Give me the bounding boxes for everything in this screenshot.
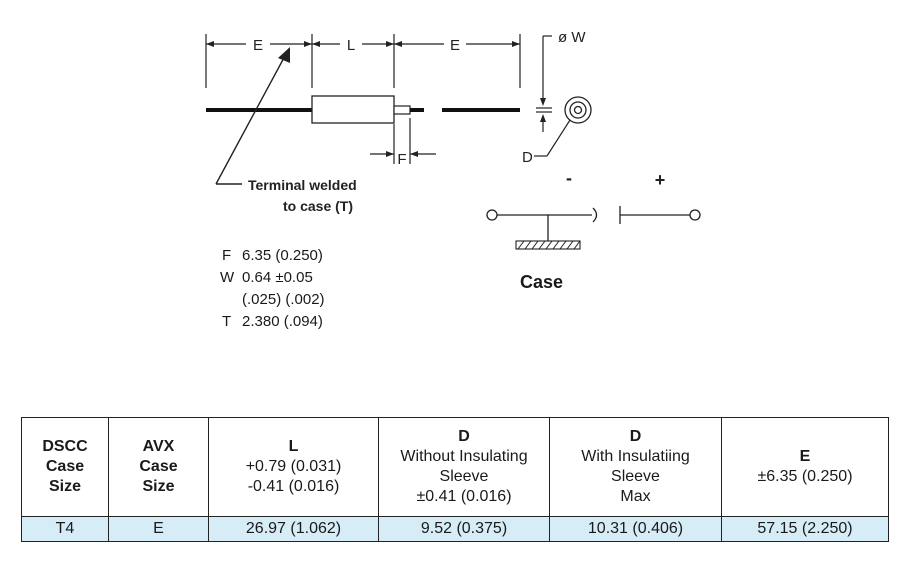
spec-key: W <box>220 269 235 286</box>
header-normal-text: Max <box>620 488 651 505</box>
dim-label-l: L <box>347 37 355 54</box>
header-normal-text: +0.79 (0.031) <box>245 458 342 475</box>
dim-label-e-left: E <box>253 37 263 54</box>
table-cell: E <box>108 516 209 542</box>
header-bold-text: Case <box>45 458 85 475</box>
header-bold-text: Size <box>48 478 81 495</box>
header-bold-text: D <box>629 428 642 445</box>
spec-row-w: W 0.64 ±0.05 <box>220 267 313 289</box>
plus-sign: + <box>655 170 666 190</box>
header-bold-text: Case <box>139 458 178 475</box>
d-leader <box>546 119 571 157</box>
header-normal-text: Without Insulating <box>400 448 528 465</box>
terminal-stub <box>393 105 411 115</box>
spec-value: 0.64 ±0.05 <box>242 269 313 286</box>
header-normal-text: ±0.41 (0.016) <box>416 488 512 505</box>
spec-row-t: T 2.380 (.094) <box>222 311 323 333</box>
spec-key: T <box>222 313 232 330</box>
minus-sign: - <box>566 168 572 188</box>
header-normal-text: ±6.35 (0.250) <box>757 468 853 485</box>
w-dimension-arrows <box>540 98 546 122</box>
f-dimension-arrows <box>386 151 418 157</box>
capacitor-dimension-diagram: E L E ø W D F Terminal welde <box>205 29 701 250</box>
header-normal-text: Sleeve <box>611 468 660 485</box>
table-cell: 57.15 (2.250) <box>721 516 889 542</box>
terminal-note-line1: Terminal welded <box>248 177 357 193</box>
spec-value: (.025) (.002) <box>242 291 325 308</box>
table-cell: T4 <box>21 516 109 542</box>
spec-value: 6.35 (0.250) <box>242 247 323 264</box>
header-bold-text: E <box>799 448 811 465</box>
case-label: Case <box>520 272 564 292</box>
dim-label-e-right: E <box>450 37 460 54</box>
end-view <box>564 96 592 124</box>
table-cell: 10.31 (0.406) <box>549 516 722 542</box>
terminal-note-line2: to case (T) <box>283 198 353 214</box>
capacitor-body <box>311 95 395 124</box>
ground-hatch <box>515 240 581 250</box>
spec-row-f: F 6.35 (0.250) <box>222 245 323 267</box>
header-bold-text: Size <box>142 478 175 495</box>
table-cell: 9.52 (0.375) <box>378 516 550 542</box>
header-bold-text: DSCC <box>42 438 88 455</box>
terminal-note-arrowhead <box>278 47 290 63</box>
top-dimension-arrows <box>206 41 520 47</box>
extension-lines <box>205 34 521 88</box>
header-normal-text: With Insulatiing <box>581 448 690 465</box>
header-bold-text: L <box>288 438 299 455</box>
table-header-cell: E ±6.35 (0.250) <box>721 417 889 517</box>
header-normal-text: -0.41 (0.016) <box>247 478 340 495</box>
header-normal-text: Sleeve <box>439 468 489 485</box>
dim-label-d: D <box>522 149 533 166</box>
capacitor-symbol <box>486 206 701 241</box>
spec-value: 2.380 (.094) <box>242 313 323 330</box>
header-bold-text: D <box>458 428 470 445</box>
table-cell: 26.97 (1.062) <box>208 516 379 542</box>
dim-label-f: F <box>397 151 406 168</box>
header-bold-text: AVX <box>142 438 175 455</box>
table-header-cell: L +0.79 (0.031) -0.41 (0.016) <box>208 417 379 517</box>
terminal-note-leader <box>215 53 287 185</box>
f-dimension <box>370 118 436 164</box>
dim-label-w: ø W <box>558 29 586 46</box>
spec-key: F <box>222 247 232 264</box>
